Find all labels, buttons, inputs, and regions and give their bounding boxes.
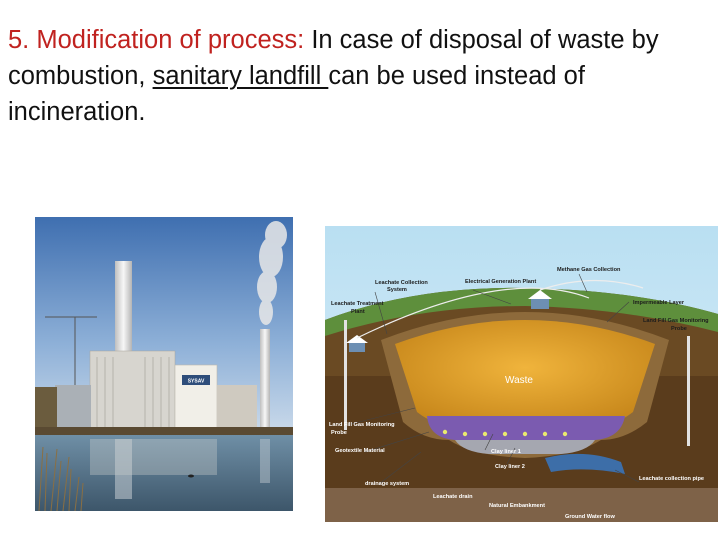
slide-heading: 5. Modification of process: In case of d… xyxy=(8,22,708,130)
label-geotextile-material: Geotextile Material xyxy=(335,448,385,454)
label-waste: Waste xyxy=(505,375,533,386)
label-impermeable-layer: Impermeable Layer xyxy=(633,300,685,306)
heading-text-2: can be used instead of incineration. xyxy=(8,62,585,126)
incineration-plant-photo: SYSAV xyxy=(35,217,293,511)
label-leachate-collection-pipe: Leachate collection pipe xyxy=(639,476,704,482)
label-electrical-generation-plant: Electrical Generation Plant xyxy=(465,279,536,285)
label-monitoring-probe-right-2: Probe xyxy=(671,326,687,332)
label-leachate-treatment-plant: Leachate Treatment xyxy=(331,301,384,307)
heading-underlined-term: sanitary landfill xyxy=(152,62,329,90)
leachate-treatment-house xyxy=(346,335,368,352)
sysav-sign: SYSAV xyxy=(188,379,205,385)
heading-lead: 5. Modification of process: xyxy=(8,26,305,54)
label-natural-embankment: Natural Embankment xyxy=(489,503,545,509)
generation-plant-house xyxy=(528,290,552,309)
label-clay-liner-1: Clay liner 1 xyxy=(491,449,521,455)
label-clay-liner-2: Clay liner 2 xyxy=(495,464,525,470)
heading-text-1: In case of disposal of waste by combusti… xyxy=(8,26,659,90)
label-ground-water-flow: Ground Water flow xyxy=(565,514,615,520)
label-leachate-treatment-plant-2: Plant xyxy=(351,309,365,315)
label-leachate-drain: Leachate drain xyxy=(433,494,473,500)
label-leachate-collection-system-2: System xyxy=(387,287,407,293)
label-methane-gas-collection: Methane Gas Collection xyxy=(557,267,621,273)
landfill-diagram: Methane Gas Collection Leachate Collecti… xyxy=(325,226,718,522)
label-leachate-collection-system: Leachate Collection xyxy=(375,280,428,286)
label-monitoring-probe-left-2: Probe xyxy=(331,430,347,436)
label-monitoring-probe-left: Land Fill Gas Monitoring xyxy=(329,422,395,428)
label-drainage-system: drainage system xyxy=(365,481,409,487)
label-monitoring-probe-right: Land Fill Gas Monitoring xyxy=(643,318,709,324)
